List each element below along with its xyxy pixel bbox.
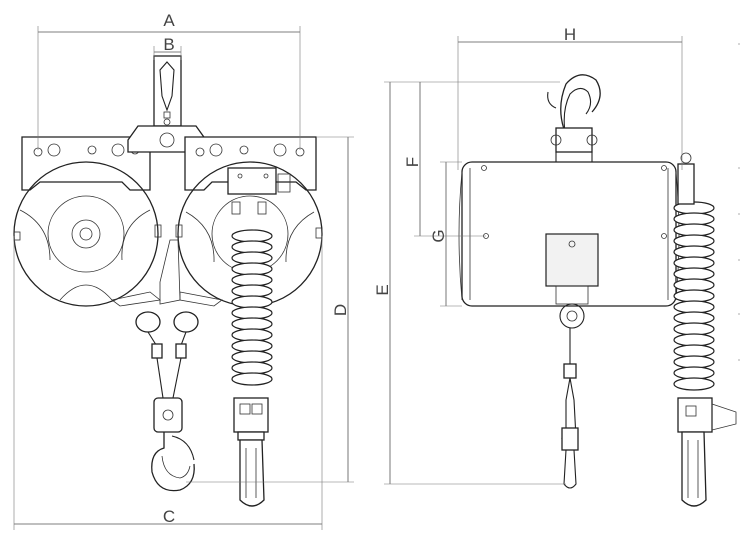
hose-coil: [231, 361, 273, 375]
hose-coil: [673, 311, 715, 325]
hose-coil: [231, 273, 273, 287]
hose-coil: [673, 223, 715, 237]
hose-coil: [231, 240, 273, 254]
side-view: [458, 74, 737, 507]
pendant-control: [233, 397, 269, 507]
dimension-label-d: D: [331, 304, 350, 316]
hose-coil: [673, 289, 715, 303]
hose-coil: [231, 306, 273, 320]
hose-coil: [231, 262, 273, 276]
top-suspension-eye: [153, 55, 182, 127]
hose-coil: [673, 234, 715, 248]
hose-coil: [231, 372, 273, 386]
hose-coil: [231, 295, 273, 309]
hose-coil: [673, 366, 715, 380]
side-main-body: [458, 161, 680, 307]
dimension-label-b: B: [163, 35, 174, 54]
left-drum: [13, 161, 162, 307]
dimension-labels: A B C D E F G H: [163, 11, 576, 526]
dimension-label-c: C: [163, 507, 175, 526]
dimension-lines: [13, 26, 740, 530]
right-bracket-plate: [184, 136, 317, 191]
hose-coil: [231, 251, 273, 265]
hose-coil: [673, 245, 715, 259]
hose-coil: [673, 278, 715, 292]
hose-coil: [673, 300, 715, 314]
hose-coil: [673, 355, 715, 369]
hose-coil: [231, 328, 273, 342]
hose-coil: [673, 333, 715, 347]
front-view: [13, 55, 323, 507]
load-hook: [151, 397, 195, 492]
dimension-label-a: A: [163, 11, 175, 30]
side-rope-hook: [559, 303, 585, 489]
hose-coil: [673, 256, 715, 270]
hose-coil: [231, 339, 273, 353]
dimension-label-e: E: [373, 284, 392, 295]
hose-coil: [673, 267, 715, 281]
hose-coil: [673, 212, 715, 226]
hose-coil: [673, 344, 715, 358]
hose-coil: [231, 350, 273, 364]
side-pendant-control: [677, 152, 737, 507]
hose-coil: [231, 317, 273, 331]
side-spiral-hose: [673, 201, 715, 391]
center-guard: [159, 239, 181, 305]
dimension-label-f: F: [403, 157, 422, 167]
wire-ropes: [135, 311, 199, 399]
hose-coil: [231, 229, 273, 243]
dimension-label-g: G: [429, 229, 448, 242]
hose-coil: [673, 377, 715, 391]
hose-coil: [231, 284, 273, 298]
center-bolt: [159, 132, 175, 148]
spiral-hose: [231, 229, 273, 386]
hose-coil: [673, 322, 715, 336]
dimension-label-h: H: [564, 25, 576, 44]
